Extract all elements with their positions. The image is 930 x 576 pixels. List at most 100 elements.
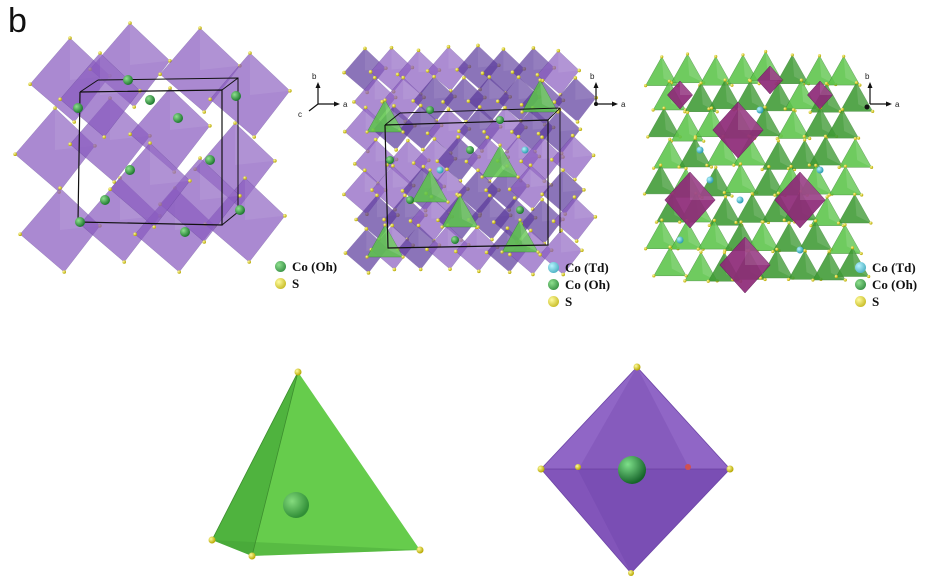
sulfur-atom — [375, 193, 379, 198]
sulfur-atom — [510, 130, 514, 134]
sulfur-atom — [363, 105, 368, 110]
tetrahedron — [697, 219, 731, 250]
sulfur-atom — [421, 164, 426, 169]
sulfur-atom — [132, 105, 136, 109]
cobalt-oh-atom — [205, 155, 215, 165]
octahedron-face — [434, 76, 455, 99]
sulfur-atom — [477, 105, 482, 109]
cobalt-td-atom — [706, 176, 714, 184]
sulfur-atom — [714, 165, 718, 169]
legend-label: Co (Oh) — [565, 276, 611, 292]
sulfur-atom — [128, 132, 132, 136]
unit-cell-edge — [384, 112, 401, 126]
octahedron-face — [575, 77, 597, 100]
sulfur-atom — [520, 110, 524, 114]
sulfur-atom — [484, 188, 488, 193]
tetrahedron-face — [768, 166, 785, 196]
tetrahedron-face — [804, 139, 821, 169]
sulfur-atom — [528, 163, 533, 167]
sulfur-atom — [400, 188, 405, 193]
tetrahedron-face — [855, 138, 872, 168]
sulfur-atom — [535, 73, 540, 77]
octahedron-face — [250, 53, 290, 95]
octahedron — [807, 80, 833, 110]
sulfur-atom — [466, 99, 471, 103]
sulfur-atom — [732, 163, 736, 167]
tetrahedron-face — [764, 107, 782, 136]
axis-triad-middle: b a — [590, 72, 626, 109]
cobalt-oh-atom — [231, 91, 241, 101]
sulfur-atom — [456, 135, 460, 139]
sulfur-atom — [508, 252, 512, 257]
sulfur-atom — [453, 249, 458, 254]
sulfur-atom — [392, 104, 396, 108]
octahedron — [664, 171, 716, 229]
axis-label-a-right: a — [895, 100, 900, 109]
sulfur-atom — [148, 141, 152, 145]
tetrahedron-face — [843, 56, 860, 86]
tetrahedron — [647, 107, 681, 138]
sulfur-atom — [808, 110, 812, 114]
sulfur-atom — [854, 80, 859, 85]
octahedron-face — [392, 165, 414, 188]
sulfur-atom — [476, 168, 480, 173]
sulfur-atom — [418, 267, 423, 272]
legend-item-s: S — [855, 293, 917, 310]
sulfur-atom — [549, 157, 554, 162]
sulfur-atom — [575, 464, 581, 470]
cobalt-oh-atom — [73, 103, 83, 113]
sulfur-atom — [365, 130, 369, 134]
sulfur-atom — [112, 180, 116, 184]
sulfur-atom — [457, 129, 461, 133]
octahedron — [719, 236, 771, 294]
sulfur-atom — [128, 21, 132, 25]
sulfur-atom — [803, 138, 807, 142]
tetrahedron-face — [661, 56, 678, 86]
tetrahedron — [828, 165, 863, 196]
structure-polyhedral — [642, 49, 875, 294]
sulfur-atom — [411, 99, 415, 103]
sulfur-atom — [773, 193, 777, 197]
sulfur-atom — [391, 163, 395, 168]
octahedron-face — [680, 81, 693, 95]
tetrahedron-face — [789, 222, 806, 252]
legend-item-co-oh: Co (Oh) — [275, 258, 337, 275]
unit-cell-edge — [547, 107, 561, 121]
sulfur-atom — [775, 247, 779, 251]
sulfur-atom — [536, 131, 541, 136]
sulfur-atom — [28, 82, 32, 86]
tetrahedron — [810, 196, 844, 226]
tetrahedron — [752, 166, 786, 196]
tetrahedron-face — [669, 139, 686, 169]
sulfur-atom — [476, 225, 480, 229]
axis-label-a-left: a — [343, 100, 348, 109]
legend-label: Co (Td) — [872, 259, 916, 275]
sulfur-atom — [68, 142, 72, 146]
cobalt-oh-atom — [516, 206, 524, 214]
tetrahedron-face — [663, 108, 681, 137]
sulfur-atom — [342, 129, 347, 134]
sulfur-atom — [416, 223, 421, 228]
sulfur-atom — [383, 98, 387, 102]
sulfur-atom — [288, 89, 292, 93]
sulfur-atom — [516, 134, 521, 139]
cobalt-td-atom — [816, 166, 824, 174]
sulfur-atom — [158, 72, 162, 76]
sulfur-atom — [365, 255, 369, 259]
sulfur-atom — [342, 70, 346, 75]
sulfur-atom — [395, 72, 400, 77]
sulfur-atom — [390, 223, 394, 228]
legend-swatch-co-oh — [548, 279, 559, 290]
sulfur-atom — [238, 194, 242, 198]
legend-item-co-oh: Co (Oh) — [855, 276, 917, 293]
sulfur-atom — [840, 107, 844, 111]
tetrahedron — [772, 222, 806, 252]
sulfur-atom — [642, 192, 647, 196]
tetrahedron-face — [670, 247, 687, 276]
sulfur-atom — [188, 179, 192, 183]
sulfur-atom — [380, 99, 385, 104]
octahedron-face — [558, 50, 580, 73]
sulfur-atom — [248, 51, 252, 55]
sulfur-atom — [484, 250, 489, 255]
sulfur-atom — [389, 45, 394, 50]
